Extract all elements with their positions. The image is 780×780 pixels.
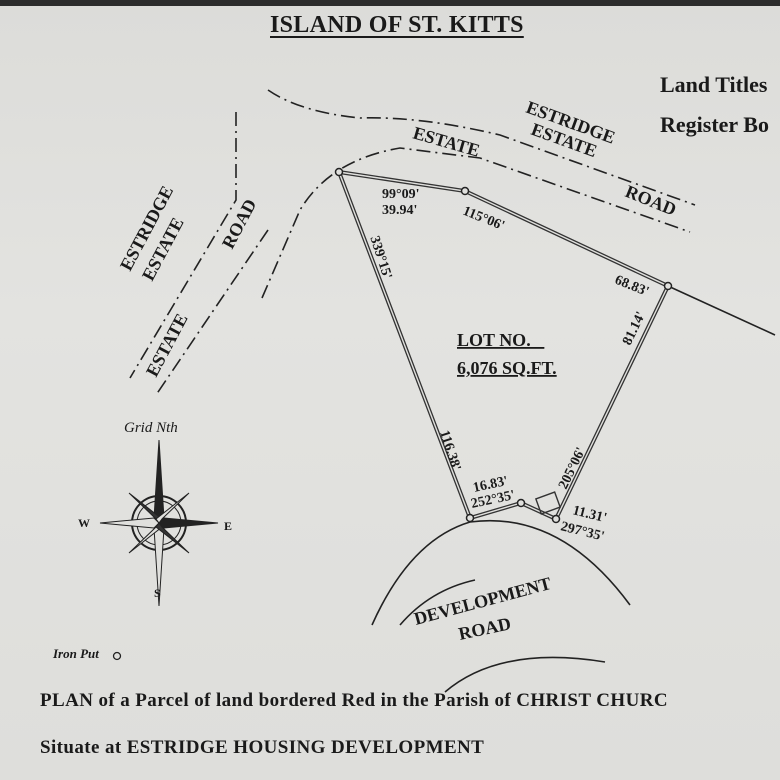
iron-put-marker — [516, 498, 526, 508]
iron-put-marker — [551, 514, 561, 524]
development-road-lower — [399, 579, 476, 626]
compass-south: S — [154, 586, 161, 600]
iron-put-markers — [334, 167, 673, 524]
iron-put-marker — [465, 513, 475, 523]
iron-put-marker — [460, 186, 470, 196]
compass-rose: Grid Nth W E S — [78, 420, 232, 607]
iron-put-marker — [334, 167, 344, 177]
distance-right: 81.14' — [620, 309, 649, 347]
bearing-right: 205°06' — [556, 445, 589, 492]
left-road-edge — [129, 112, 237, 379]
lot-number: LOT NO. _ — [457, 330, 545, 350]
development-road-bottom — [444, 656, 606, 693]
development-road-label-road: ROAD — [457, 613, 513, 644]
top-road-upper-edge — [267, 89, 696, 206]
distance-top-left: 39.94' — [382, 203, 417, 218]
compass-west: W — [78, 516, 90, 530]
right-road-extension — [667, 285, 776, 336]
top-road-label-road: ROAD — [623, 181, 680, 219]
land-titles-heading: Land Titles — [660, 72, 768, 97]
grid-north-label: Grid Nth — [124, 420, 178, 436]
top-road-lower-edge — [261, 147, 691, 299]
left-road-label-estate-lower: ESTATE — [142, 310, 192, 380]
bearing-top-left: 99°09' — [382, 187, 420, 202]
distance-bottom-left: 16.83' — [472, 474, 510, 496]
plan-caption-line2: Situate at ESTRIDGE HOUSING DEVELOPMENT — [40, 737, 485, 758]
left-road-inner-edge — [155, 229, 269, 396]
legend-iron-put-icon — [112, 651, 122, 661]
register-heading: Register Bo — [660, 112, 769, 137]
lot-info: LOT NO. _ 6,076 SQ.FT. — [457, 330, 557, 378]
iron-put-marker — [663, 281, 673, 291]
lot-area: 6,076 SQ.FT. — [457, 358, 557, 378]
distance-left: 116.38' — [436, 429, 463, 473]
legend-iron-put-label: Iron Put — [52, 646, 99, 661]
compass-star — [99, 439, 219, 607]
right-angle-marker — [534, 491, 562, 515]
plan-caption-line1: PLAN of a Parcel of land bordered Red in… — [40, 690, 668, 711]
legend: Iron Put — [52, 646, 122, 661]
top-border — [0, 0, 780, 6]
plan-title: ISLAND OF ST. KITTS — [270, 12, 524, 38]
compass-east: E — [224, 519, 232, 533]
left-road-label-road: ROAD — [218, 196, 261, 252]
